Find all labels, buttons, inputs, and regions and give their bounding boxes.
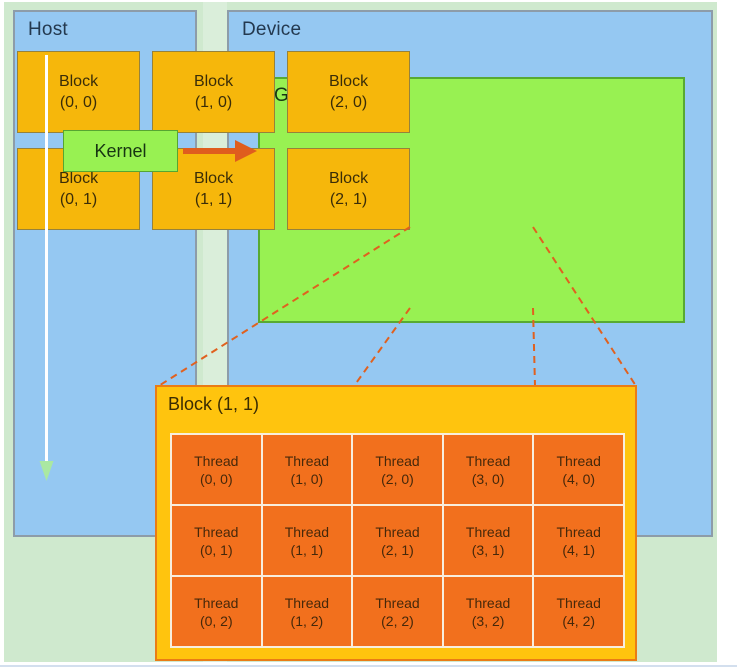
thread-cell: Thread(4, 1)	[534, 506, 623, 575]
kernel-box: Kernel	[63, 130, 178, 172]
thread-name: Thread	[375, 523, 420, 540]
thread-name: Thread	[284, 594, 330, 611]
block-coord: (1, 0)	[194, 94, 233, 111]
grid-block: Block (1, 0)	[152, 51, 275, 133]
window-bottom-edge	[0, 665, 737, 667]
thread-cell: Thread(3, 2)	[443, 577, 533, 646]
device-label: Device	[242, 19, 302, 40]
thread-name: Thread	[465, 523, 511, 540]
thread-coord: (2, 0)	[381, 470, 414, 487]
thread-coord: (2, 1)	[381, 541, 414, 558]
block-name: Block	[328, 73, 369, 90]
thread-coord: (3, 0)	[471, 470, 505, 487]
thread-name: Thread	[375, 452, 420, 469]
thread-cell: Thread(2, 2)	[353, 577, 442, 646]
thread-cell: Thread(4, 0)	[534, 435, 623, 504]
block-name: Block	[328, 170, 369, 187]
thread-cell: Thread(3, 0)	[443, 435, 533, 504]
thread-coord: (3, 2)	[471, 612, 505, 629]
thread-coord: (0, 2)	[199, 612, 233, 629]
block-name: Block	[58, 170, 99, 187]
block-detail-title: Block (1, 1)	[168, 394, 260, 414]
thread-cell: Thread(3, 1)	[443, 506, 533, 575]
thread-cell: Thread(2, 0)	[353, 435, 442, 504]
grid-block: Block (2, 1)	[287, 148, 410, 230]
thread-coord: (4, 1)	[562, 541, 596, 558]
thread-name: Thread	[194, 452, 239, 469]
thread-name: Thread	[194, 594, 239, 611]
thread-cell: Thread(0, 0)	[172, 435, 261, 504]
thread-coord: (3, 1)	[471, 541, 505, 558]
block-coord: (2, 0)	[329, 94, 368, 111]
thread-name: Thread	[556, 523, 601, 540]
thread-cell: Thread(0, 1)	[172, 506, 261, 575]
thread-coord: (1, 0)	[290, 470, 324, 487]
block-detail-box: Block (1, 1) Thread(0, 0)Thread(1, 0)Thr…	[155, 385, 637, 661]
thread-table: Thread(0, 0)Thread(1, 0)Thread(2, 0)Thre…	[170, 433, 625, 648]
thread-name: Thread	[375, 594, 420, 611]
thread-cell: Thread(4, 2)	[534, 577, 623, 646]
thread-coord: (4, 2)	[562, 612, 596, 629]
blocks-grid: Block (0, 0) Block (1, 0) Block (2, 0) Block (0…	[17, 51, 410, 230]
host-label: Host	[28, 19, 68, 40]
thread-coord: (4, 0)	[562, 470, 596, 487]
block-name: Block	[193, 170, 234, 187]
grid-block: Block (2, 0)	[287, 51, 410, 133]
grid-block: Block (0, 0)	[17, 51, 140, 133]
thread-name: Thread	[556, 452, 601, 469]
thread-coord: (1, 1)	[290, 541, 324, 558]
thread-cell: Thread(1, 1)	[262, 506, 352, 575]
thread-coord: (0, 0)	[199, 470, 233, 487]
thread-coord: (1, 2)	[290, 612, 324, 629]
block-coord: (1, 1)	[194, 191, 233, 208]
kernel-label: Kernel	[94, 140, 147, 161]
thread-name: Thread	[465, 452, 511, 469]
thread-cell: Thread(1, 0)	[262, 435, 352, 504]
block-coord: (0, 0)	[59, 94, 98, 111]
block-name: Block	[193, 73, 234, 90]
thread-coord: (2, 2)	[381, 612, 414, 629]
thread-name: Thread	[556, 594, 601, 611]
thread-name: Thread	[194, 523, 239, 540]
thread-cell: Thread(2, 1)	[353, 506, 442, 575]
thread-coord: (0, 1)	[199, 541, 233, 558]
block-coord: (2, 1)	[329, 191, 368, 208]
thread-cell: Thread(1, 2)	[262, 577, 352, 646]
block-name: Block	[58, 73, 99, 90]
thread-name: Thread	[284, 452, 330, 469]
block-coord: (0, 1)	[59, 191, 98, 208]
thread-cell: Thread(0, 2)	[172, 577, 261, 646]
thread-name: Thread	[284, 523, 330, 540]
thread-name: Thread	[465, 594, 511, 611]
